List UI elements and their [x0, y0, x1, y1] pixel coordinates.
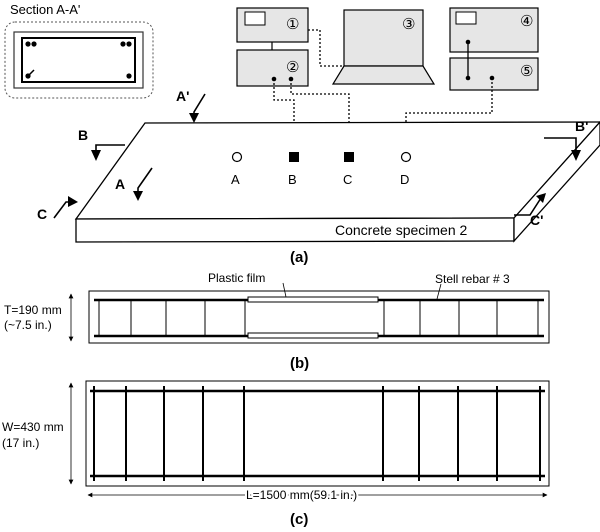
plastic-film-leader: [282, 282, 287, 298]
thickness-label-inch: (~7.5 in.): [4, 318, 52, 332]
caption-b: (b): [290, 355, 309, 372]
rebar-dot: [120, 41, 126, 47]
device-5-number: ⑤: [520, 63, 533, 80]
sensor-label-a: A: [231, 172, 240, 187]
cut-label-c-prime: C': [530, 212, 543, 228]
sensor-point-b: [289, 152, 299, 162]
cut-marker-b-prime: [544, 137, 577, 152]
cut-labels: A' A B B' C C': [37, 88, 588, 228]
stirrup-hook: [27, 69, 35, 77]
device-2-number: ②: [286, 59, 299, 76]
device-2: ②: [236, 49, 309, 87]
rebar-label: Stell rebar # 3: [435, 272, 510, 286]
cut-arrowhead: [91, 150, 101, 161]
caption-a: (a): [290, 249, 308, 266]
rebar-dot: [126, 41, 132, 47]
sensor-point-d: [400, 151, 412, 163]
top-transverse-bars: [93, 386, 541, 481]
section-outline: [13, 31, 144, 89]
device-4-number: ④: [520, 13, 533, 30]
cable-sensor-d: [405, 78, 493, 150]
device-3-laptop: ③: [331, 9, 436, 85]
cut-marker-c-prime: [514, 197, 542, 216]
length-label: L=1500 mm(59.1 in.): [246, 488, 357, 502]
sensor-points: A B C D: [231, 151, 412, 187]
cut-arrowhead: [189, 113, 199, 123]
cut-arrowhead: [536, 193, 546, 203]
sensor-label-c: C: [343, 172, 352, 187]
concrete-slab: Concrete specimen 2: [74, 121, 600, 243]
plastic-film-label: Plastic film: [208, 271, 265, 285]
cut-label-b-prime: B': [575, 118, 588, 134]
thickness-label: T=190 mm: [4, 303, 62, 317]
rebar-dot: [31, 41, 37, 47]
rebar-dot: [126, 73, 132, 79]
cut-label-a: A: [115, 176, 125, 192]
top-view: W=430 mm (17 in.) L=1500 mm(59.1 in.): [2, 380, 550, 504]
sensor-point-c: [344, 152, 354, 162]
section-inset-border: [4, 21, 154, 99]
plastic-film-bottom: [247, 332, 379, 339]
plastic-film-top: [247, 296, 379, 303]
rebar-dot: [25, 41, 31, 47]
device-1: ①: [236, 7, 309, 43]
cut-arrowhead: [133, 191, 143, 201]
device-3-number: ③: [402, 16, 415, 33]
section-stirrup: [21, 37, 136, 83]
section-inset: Section A-A': [4, 2, 154, 99]
specimen-label: Concrete specimen 2: [335, 222, 468, 238]
width-label-inch: (17 in.): [2, 436, 39, 450]
device-4-screen: [455, 11, 477, 25]
cut-arrowhead: [68, 196, 78, 207]
slab-top-face: [74, 121, 600, 220]
sensor-label-d: D: [400, 172, 409, 187]
width-label: W=430 mm: [2, 420, 64, 434]
side-stirrups: [98, 300, 539, 336]
cut-markers: [53, 93, 581, 219]
sensor-point-a: [231, 151, 243, 163]
cable-device1-laptop: [308, 29, 344, 67]
rebar-leader: [436, 283, 442, 300]
side-view: Plastic film Stell rebar # 3 T=190 mm (~…: [4, 271, 550, 344]
cut-arrowhead: [571, 150, 581, 161]
device-5: ⑤: [449, 57, 539, 91]
sensor-label-b: B: [288, 172, 297, 187]
section-title: Section A-A': [10, 2, 80, 17]
device-4: ④: [449, 7, 539, 53]
device-1-screen: [244, 11, 266, 26]
cut-label-b: B: [78, 127, 88, 143]
laptop-base: [331, 65, 436, 85]
top-view-outline: [85, 380, 550, 487]
device-1-number: ①: [286, 16, 299, 33]
caption-c: (c): [290, 511, 308, 528]
cut-label-c: C: [37, 206, 47, 222]
cut-label-a-prime: A': [176, 88, 189, 104]
